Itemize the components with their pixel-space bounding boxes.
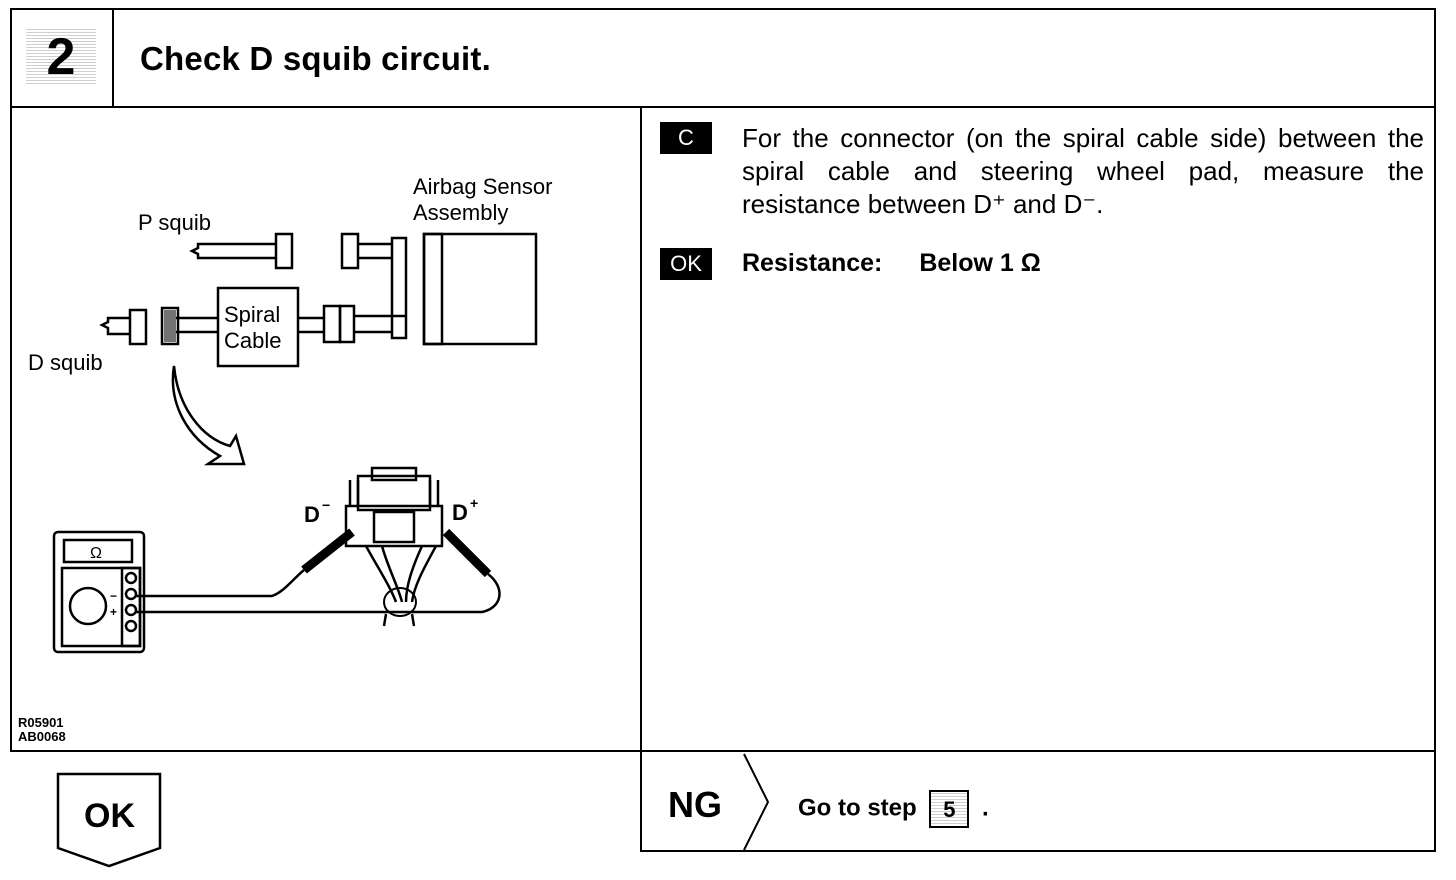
header-divider	[10, 106, 1436, 108]
instruction-text: For the connector (on the spiral cable s…	[742, 122, 1424, 221]
d-minus-sup: −	[322, 497, 330, 513]
ng-branch-box	[640, 750, 1436, 852]
d-minus-label: D	[304, 502, 320, 527]
airbag-sensor-label-2: Assembly	[413, 200, 508, 225]
goto-period: .	[982, 794, 989, 822]
goto-text: Go to step	[798, 794, 917, 822]
ok-tag: OK	[660, 248, 712, 280]
figure-code: AB0068	[18, 729, 66, 744]
procedure-frame	[10, 8, 1436, 752]
column-divider	[640, 107, 642, 852]
step-number: 2	[26, 28, 96, 86]
ng-branch-label: NG	[668, 784, 722, 825]
ok-branch-label: OK	[84, 797, 135, 835]
step-number-cell	[10, 8, 114, 108]
goto-step-number[interactable]: 5	[929, 790, 970, 828]
meter-plus: +	[110, 605, 117, 619]
figure-code: R05901	[18, 715, 64, 730]
spiral-cable-label-2: Cable	[224, 328, 281, 353]
circuit-diagram: Airbag Sensor Assembly P squib D squib S…	[28, 174, 552, 654]
spec-value: Below 1 Ω	[919, 249, 1041, 277]
p-squib-label: P squib	[138, 210, 211, 235]
resistance-spec: Resistance: Below 1 Ω	[742, 249, 1041, 278]
d-squib-connector-hatched	[164, 310, 176, 342]
spiral-cable-label-1: Spiral	[224, 302, 280, 327]
d-squib-label: D squib	[28, 350, 103, 375]
spec-label: Resistance:	[742, 249, 883, 277]
meter-minus: −	[110, 589, 117, 603]
ng-chevron	[743, 753, 770, 851]
multimeter	[52, 530, 146, 654]
airbag-sensor-label-1: Airbag Sensor	[413, 174, 552, 199]
d-plus-sup: +	[470, 495, 478, 511]
spiral-cable-box	[216, 286, 300, 368]
figure-codes: R05901 AB0068	[18, 716, 66, 744]
airbag-sensor-connector	[422, 232, 444, 346]
d-plus-label: D	[452, 500, 468, 525]
ok-branch-box	[56, 772, 162, 868]
condition-tag: C	[660, 122, 712, 154]
instruction-paragraph: For the connector (on the spiral cable s…	[742, 123, 1424, 219]
goto-step: Go to step 5 .	[798, 790, 989, 828]
ohm-symbol: Ω	[90, 545, 102, 562]
step-title: Check D squib circuit.	[140, 40, 491, 77]
